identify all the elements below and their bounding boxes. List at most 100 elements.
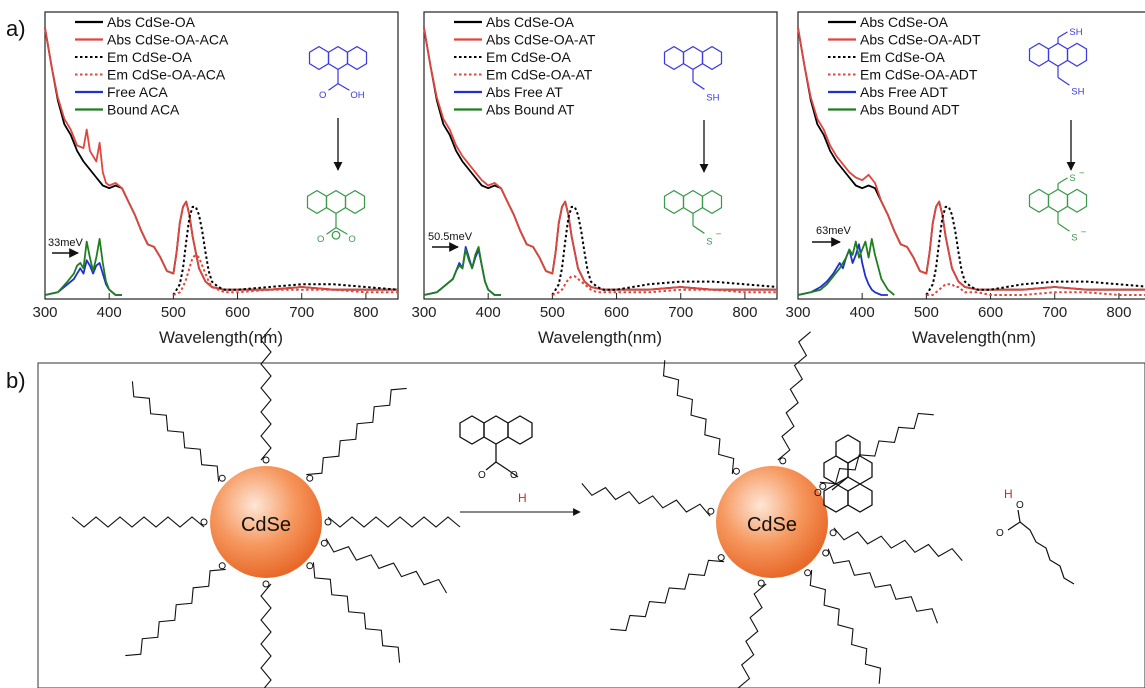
oxygen-label: O — [319, 90, 326, 101]
ligand-chain — [662, 360, 735, 475]
series-line-4 — [423, 245, 501, 296]
x-tick-label: 400 — [97, 304, 122, 321]
series-group — [797, 27, 1145, 296]
x-tick-label: 300 — [32, 304, 57, 321]
carboxylate-oxygen — [829, 529, 837, 537]
series-line-1 — [44, 27, 398, 291]
plot-frame — [423, 11, 778, 300]
oleate-ligands-right — [581, 331, 963, 688]
carboxylate-oxygen — [306, 474, 314, 482]
series-line-5 — [423, 245, 501, 296]
ligand-chain — [581, 483, 711, 517]
legend-label: Abs Free ADT — [860, 84, 948, 100]
ligand-chain — [833, 527, 963, 561]
ligand-chain — [312, 562, 401, 663]
x-tick-label: 700 — [289, 304, 314, 321]
core-label: CdSe — [241, 514, 291, 536]
free-aca-structure: O OH — [308, 45, 368, 101]
ligand-chain — [737, 583, 767, 688]
charge-label: − — [1079, 168, 1085, 179]
ligand-chain — [306, 387, 407, 476]
hydrogen-label: H — [518, 491, 527, 505]
bound-aca-structure: O O — [306, 189, 366, 245]
hydroxyl-label: OH — [350, 90, 364, 101]
x-tick-label: 500 — [161, 304, 186, 321]
series-line-2 — [551, 205, 778, 296]
carboxylate-oxygen — [707, 507, 715, 515]
carboxylate-oxygen — [819, 482, 827, 490]
series-line-3 — [173, 253, 398, 296]
carboxylate-oxygen — [717, 554, 725, 562]
x-axis-label: Wavelength(nm) — [538, 328, 662, 347]
energy-annotation: 63meV — [816, 225, 852, 237]
bound-anthracene-structure: O — [814, 434, 873, 513]
carboxylate-oxygen — [262, 456, 270, 464]
x-tick-label: 300 — [411, 304, 436, 321]
ligand-chain — [260, 583, 272, 688]
oxygen-label: O — [317, 234, 324, 245]
legend-label: Abs CdSe-OA — [860, 14, 949, 30]
legend-label: Abs CdSe-OA-ACA — [107, 32, 229, 48]
ligand-chain — [327, 516, 461, 528]
x-tick-label: 500 — [914, 304, 939, 321]
charge-label: − — [716, 229, 722, 240]
legend-label: Abs CdSe-OA — [107, 14, 196, 30]
series-group — [44, 27, 399, 296]
legend-label: Abs CdSe-OA — [486, 14, 575, 30]
bound-adt-structure: S − S − — [1028, 168, 1088, 244]
free-at-structure: SH — [663, 45, 723, 104]
legend-label: Em CdSe-OA — [486, 49, 571, 65]
x-axis-label: Wavelength(nm) — [912, 328, 1036, 347]
carboxylate-oxygen — [324, 518, 332, 526]
energy-annotation: 50.5meV — [428, 231, 473, 243]
series-line-4 — [797, 243, 888, 296]
ligand-chain — [819, 412, 934, 485]
oxygen-label: O — [478, 470, 486, 481]
x-tick-label: 500 — [540, 304, 565, 321]
series-line-3 — [552, 275, 777, 296]
legend-label: Em CdSe-OA-AT — [486, 67, 593, 83]
free-adt-structure: SH SH — [1028, 27, 1088, 98]
x-tick-label: 800 — [1106, 304, 1131, 321]
core-label: CdSe — [747, 514, 797, 536]
ligand-chain — [131, 381, 220, 482]
panel-label-a: a) — [6, 16, 26, 41]
x-tick-label: 700 — [668, 304, 693, 321]
ligand-chain — [260, 327, 272, 461]
series-line-5 — [797, 237, 895, 296]
carboxylate-oxygen — [779, 457, 787, 465]
legend-label: Abs CdSe-OA-AT — [486, 32, 596, 48]
carboxylate-oxygen — [306, 562, 314, 570]
sulfur-label: S — [1069, 173, 1075, 184]
oxygen-label: O — [996, 528, 1004, 539]
legend-label: Em CdSe-OA — [860, 49, 945, 65]
thiol-label: SH — [706, 93, 719, 104]
legend-label: Abs Bound AT — [486, 102, 575, 118]
thiol-label: SH — [1069, 27, 1082, 38]
panel-b-frame — [37, 362, 1145, 688]
anthracene-carboxylic-acid-structure: O O H — [459, 415, 533, 505]
sulfur-label: S — [1071, 233, 1077, 244]
legend-label: Em CdSe-OA — [107, 49, 192, 65]
panel-b-schematic: CdSe O O H CdSe — [37, 327, 1145, 688]
nanocrystal-right — [716, 466, 828, 578]
x-tick-label: 300 — [785, 304, 810, 321]
ligand-chain — [325, 538, 448, 594]
oleate-chain — [1007, 509, 1075, 585]
legend-label: Abs Free AT — [486, 84, 563, 100]
charge-label: − — [1081, 227, 1087, 238]
series-group — [423, 27, 778, 296]
ligand-chain — [610, 559, 725, 632]
energy-annotation: 33meV — [48, 237, 84, 249]
released-oleic-acid: H O O — [996, 487, 1075, 585]
x-tick-label: 600 — [978, 304, 1003, 321]
carboxylate-oxygen — [320, 539, 328, 547]
plot-frame — [797, 11, 1145, 300]
oxygen-label: O — [814, 488, 822, 499]
bound-at-structure: S − — [663, 189, 723, 248]
